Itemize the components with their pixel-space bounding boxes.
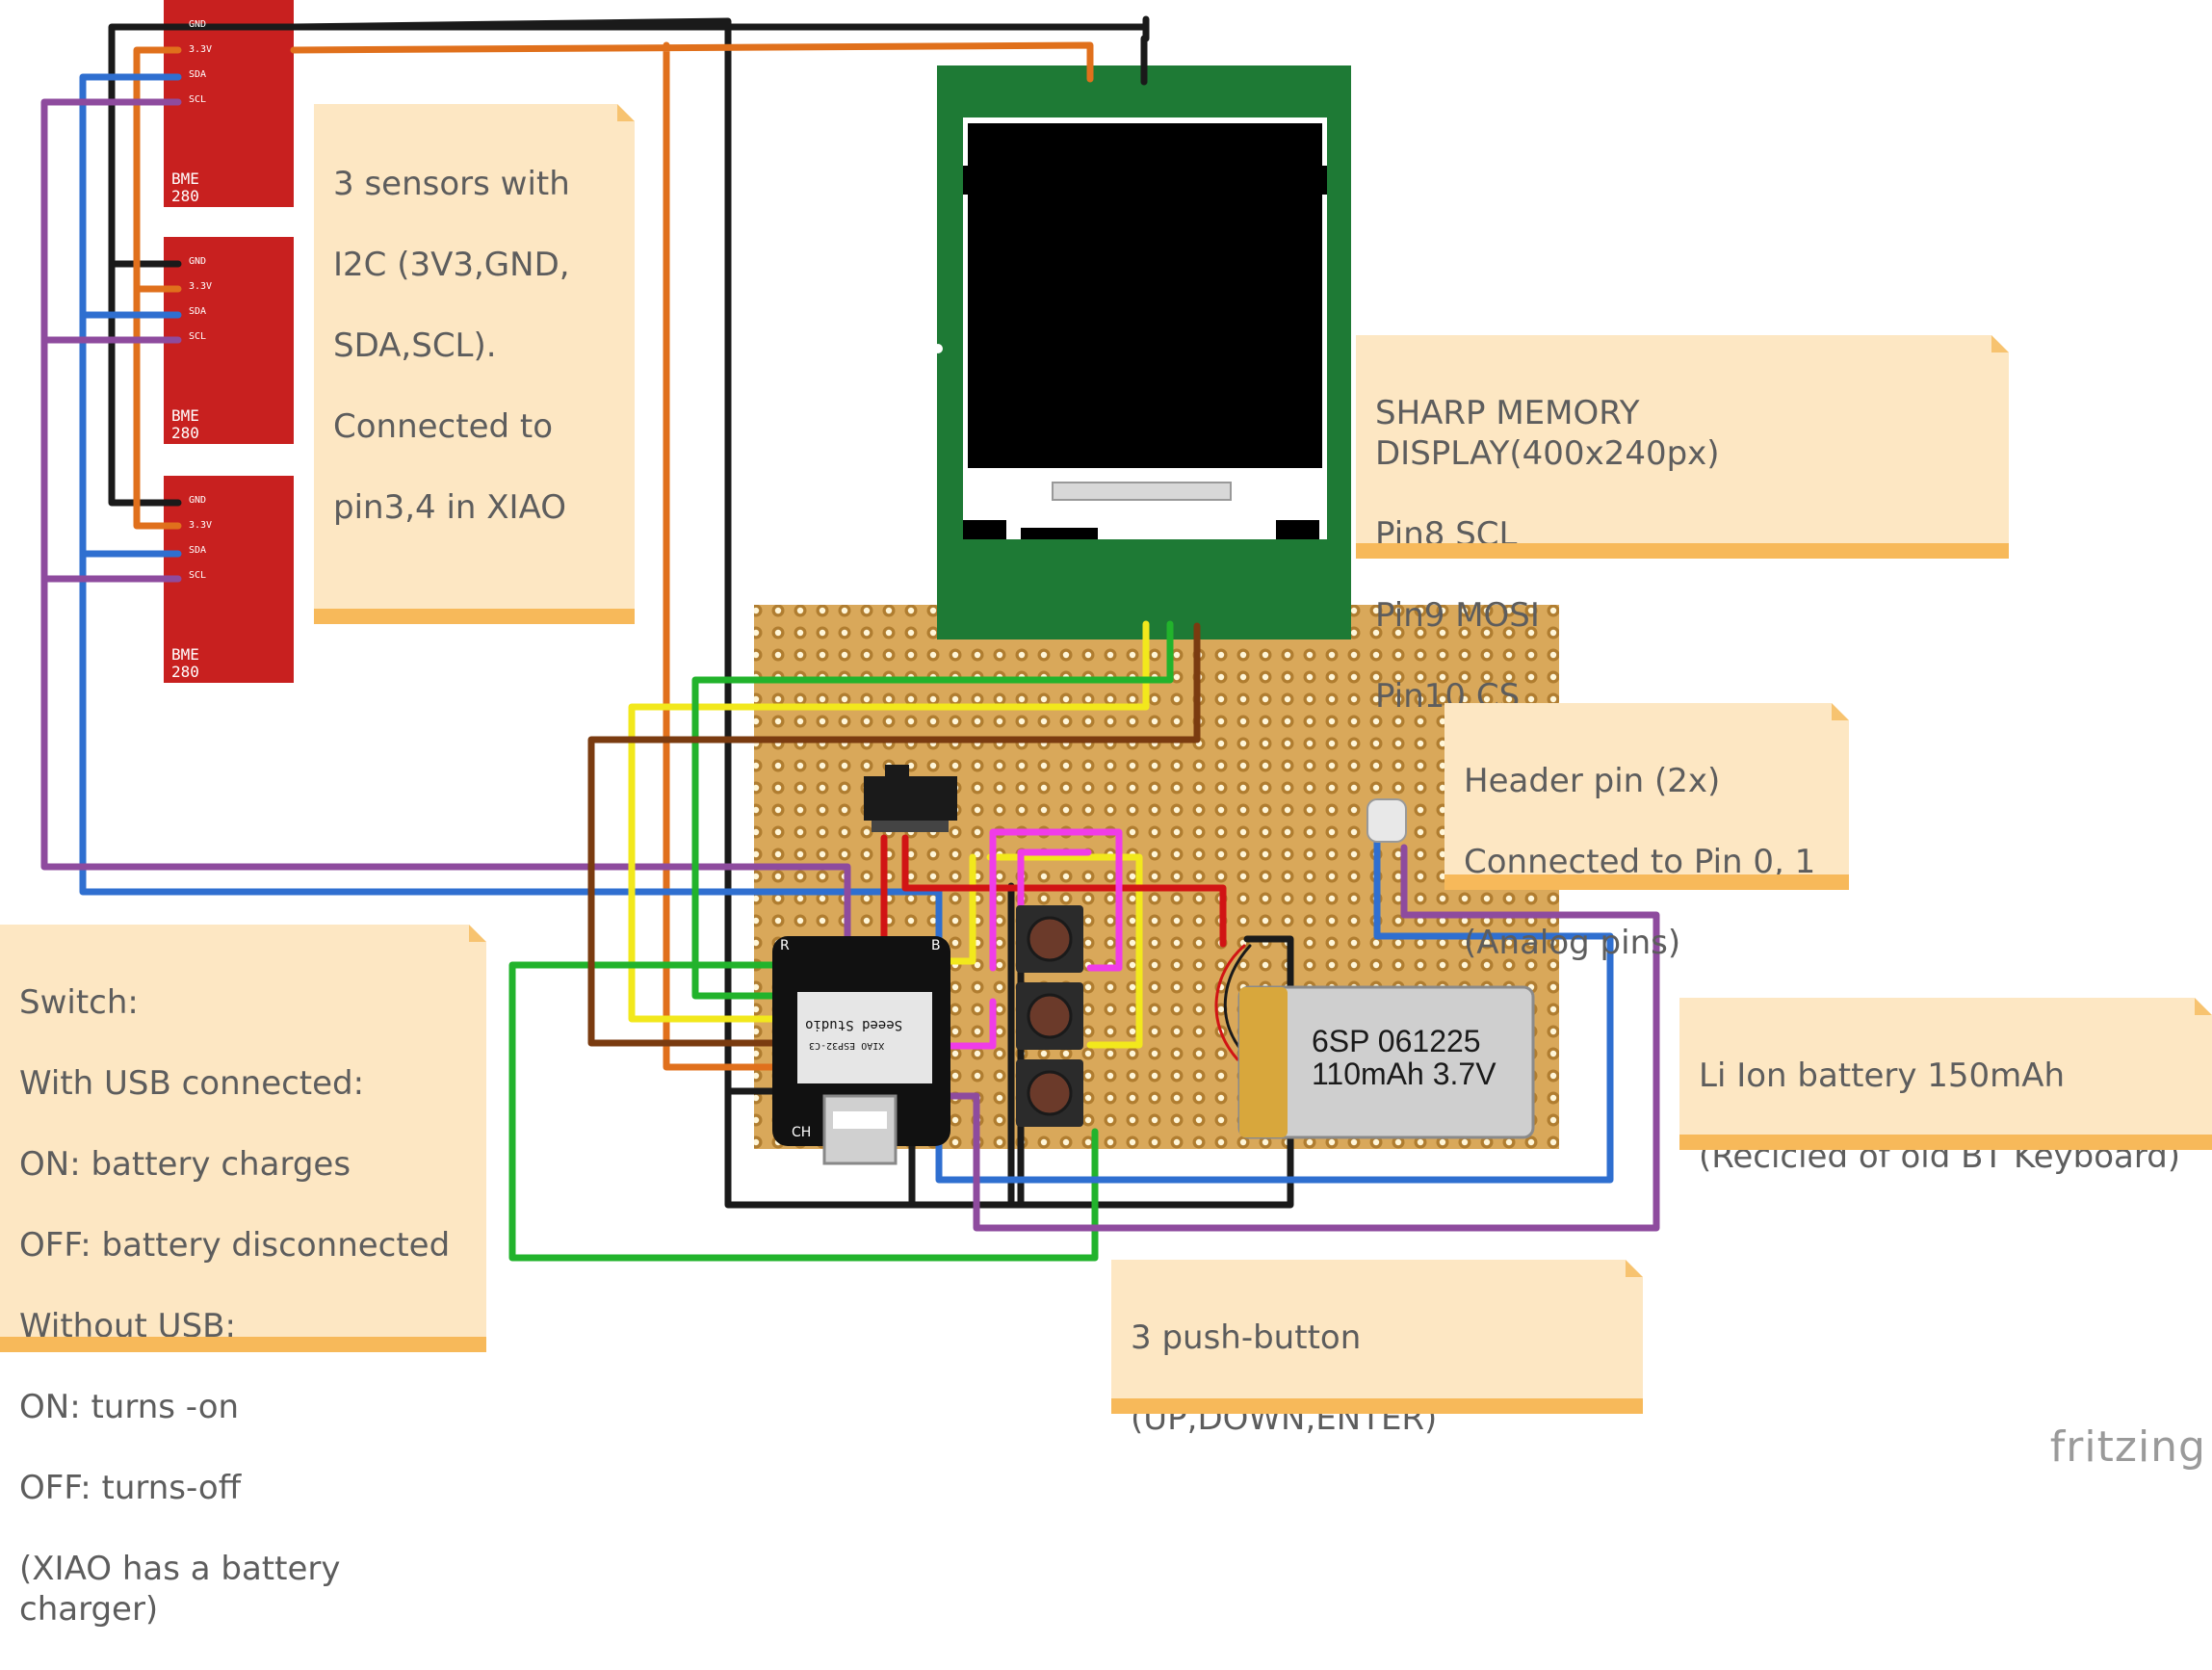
note-line: Li Ion battery 150mAh [1699, 1057, 2066, 1095]
sensor-pin-label: GND [189, 495, 207, 506]
wire-battery-black [1223, 944, 1252, 1056]
sensor-model-label: 280 [171, 663, 199, 681]
wire-orange-3v3 [133, 41, 1094, 1071]
sensor-model-label: BME [171, 645, 199, 664]
push-button-down [1016, 982, 1083, 1050]
note-line: With USB connected: [19, 1064, 365, 1103]
note-line: Without USB: [19, 1307, 236, 1345]
sensor-pin-label: 3.3V [189, 281, 213, 292]
note-header: Header pin (2x) Connected to Pin 0, 1 (A… [1444, 703, 1849, 962]
note-line: SDA,SCL). [333, 326, 497, 365]
sensor-pin-label: GND [189, 19, 207, 30]
sensor-pin-label: GND [189, 256, 207, 267]
note-line: Pin8 SCL [1375, 515, 1518, 554]
note-line: OFF: turns-off [19, 1469, 242, 1507]
note-line: Pin10 CS [1375, 677, 1521, 716]
wire-green-1 [691, 620, 1174, 1000]
note-line: Switch: [19, 983, 139, 1022]
fritzing-logo: fritzing [2049, 1422, 2206, 1472]
display-module [933, 65, 1351, 639]
note-line: (UP,DOWN,ENTER) [1131, 1399, 1438, 1438]
xiao-brand-label: Seeed Studio [805, 1017, 903, 1032]
note-line: SHARP MEMORY DISPLAY(400x240px) [1375, 394, 1720, 473]
sensor-model-label: BME [171, 170, 199, 188]
note-line: ON: turns -on [19, 1388, 240, 1426]
sensor-board-3 [164, 476, 294, 683]
note-line: 3 push-button [1131, 1318, 1362, 1357]
note-line: ON: battery charges [19, 1145, 351, 1184]
sensor-pin-label: SDA [189, 69, 207, 80]
note-switch: Switch: With USB connected: ON: battery … [0, 925, 486, 1629]
sensor-pin-label: SDA [189, 306, 207, 317]
wire-blue-header [935, 836, 1614, 1184]
note-line: Connected to [333, 407, 554, 446]
wire-purple-header [935, 844, 1660, 1232]
battery-label: 6SP 061225 110mAh 3.7V [1312, 1025, 1496, 1090]
note-buttons: 3 push-button (UP,DOWN,ENTER) [1111, 1260, 1643, 1438]
sensor-pin-label: 3.3V [189, 520, 213, 531]
sensor-pin-label: SCL [189, 570, 207, 581]
note-line: (XIAO has a battery charger) [19, 1550, 341, 1629]
push-button-up [1016, 905, 1083, 973]
wire-brown [587, 622, 1201, 1047]
wire-black-gnd [108, 15, 1150, 507]
note-line: Header pin (2x) [1464, 762, 1721, 800]
note-line: OFF: battery disconnected [19, 1226, 451, 1265]
sensor-model-label: 280 [171, 187, 199, 205]
battery-label-line: 6SP 061225 [1312, 1024, 1481, 1058]
note-line: pin3,4 in XIAO [333, 488, 567, 527]
note-display: SHARP MEMORY DISPLAY(400x240px) Pin8 SCL… [1356, 335, 2009, 716]
note-battery: Li Ion battery 150mAh (Recicled of old B… [1679, 998, 2212, 1176]
note-line: Pin9 MOSI [1375, 596, 1540, 635]
sensor-pin-label: 3.3V [189, 44, 213, 55]
note-line: I2C (3V3,GND, [333, 246, 570, 284]
sensor-pin-label: SCL [189, 94, 207, 105]
push-button-enter [1016, 1059, 1083, 1127]
circuit-diagram [40, 0, 1660, 1262]
xiao-r-label: R [780, 938, 790, 953]
xiao-model-label: XIAO ESP32-C3 [809, 1040, 885, 1051]
note-line: Connected to Pin 0, 1 [1464, 843, 1816, 881]
sensor-model-label: BME [171, 406, 199, 425]
xiao-board [772, 936, 950, 1165]
battery-label-line: 110mAh 3.7V [1312, 1057, 1496, 1091]
slide-switch [864, 765, 957, 832]
note-sensors: 3 sensors with I2C (3V3,GND, SDA,SCL). C… [314, 104, 635, 624]
wire-battery-red [1214, 944, 1246, 1061]
wire-green-2 [508, 961, 1099, 1262]
xiao-ch-label: CH [792, 1125, 812, 1140]
note-line: (Analog pins) [1464, 924, 1681, 962]
sensor-board-2 [164, 237, 294, 444]
li-ion-battery [1237, 985, 1535, 1139]
xiao-b-label: B [931, 938, 941, 953]
sensor-board-1 [164, 0, 294, 207]
note-line: (Recicled of old BT Keyboard) [1699, 1137, 2181, 1176]
sensor-pin-label: SDA [189, 545, 207, 556]
header-pins [1366, 798, 1407, 843]
sensor-pin-label: SCL [189, 331, 207, 342]
sensor-model-label: 280 [171, 424, 199, 442]
note-line: 3 sensors with [333, 165, 570, 203]
